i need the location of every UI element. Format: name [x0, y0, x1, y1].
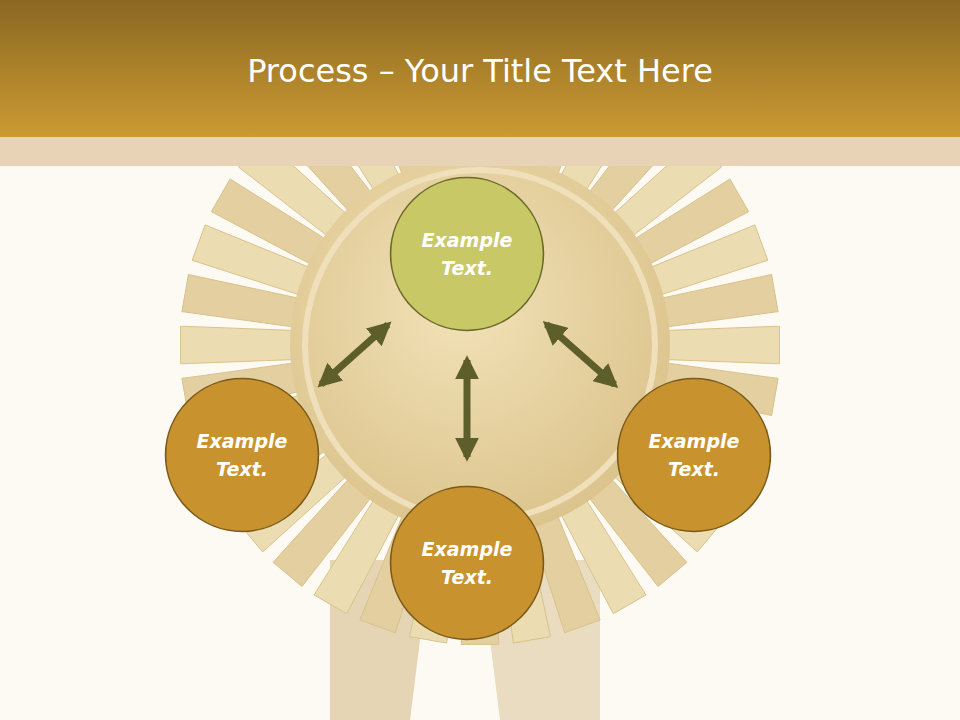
process-circle: Example Text. [164, 377, 320, 533]
circle-shape [391, 487, 544, 640]
process-circle: Example Text. [389, 485, 545, 641]
circle-shape [618, 379, 771, 532]
circle-outline [389, 485, 545, 641]
circle-outline [164, 377, 320, 533]
rosette-ray [181, 326, 296, 364]
circle-label: Example Text. [417, 226, 517, 283]
rosette-ray [659, 275, 778, 328]
slide-title: Process – Your Title Text Here [0, 52, 960, 90]
process-circle: Example Text. [389, 176, 545, 332]
circle-label: Example Text. [192, 427, 292, 484]
double-arrow [546, 324, 614, 384]
circle-shape [391, 178, 544, 331]
circle-outline [616, 377, 772, 533]
process-circle: Example Text. [616, 377, 772, 533]
double-arrow [321, 325, 388, 385]
circle-shape [166, 379, 319, 532]
circle-label: Example Text. [644, 427, 744, 484]
circle-outline [389, 176, 545, 332]
circle-label: Example Text. [417, 535, 517, 592]
rosette-ray [664, 326, 779, 364]
double-arrow [464, 360, 471, 457]
